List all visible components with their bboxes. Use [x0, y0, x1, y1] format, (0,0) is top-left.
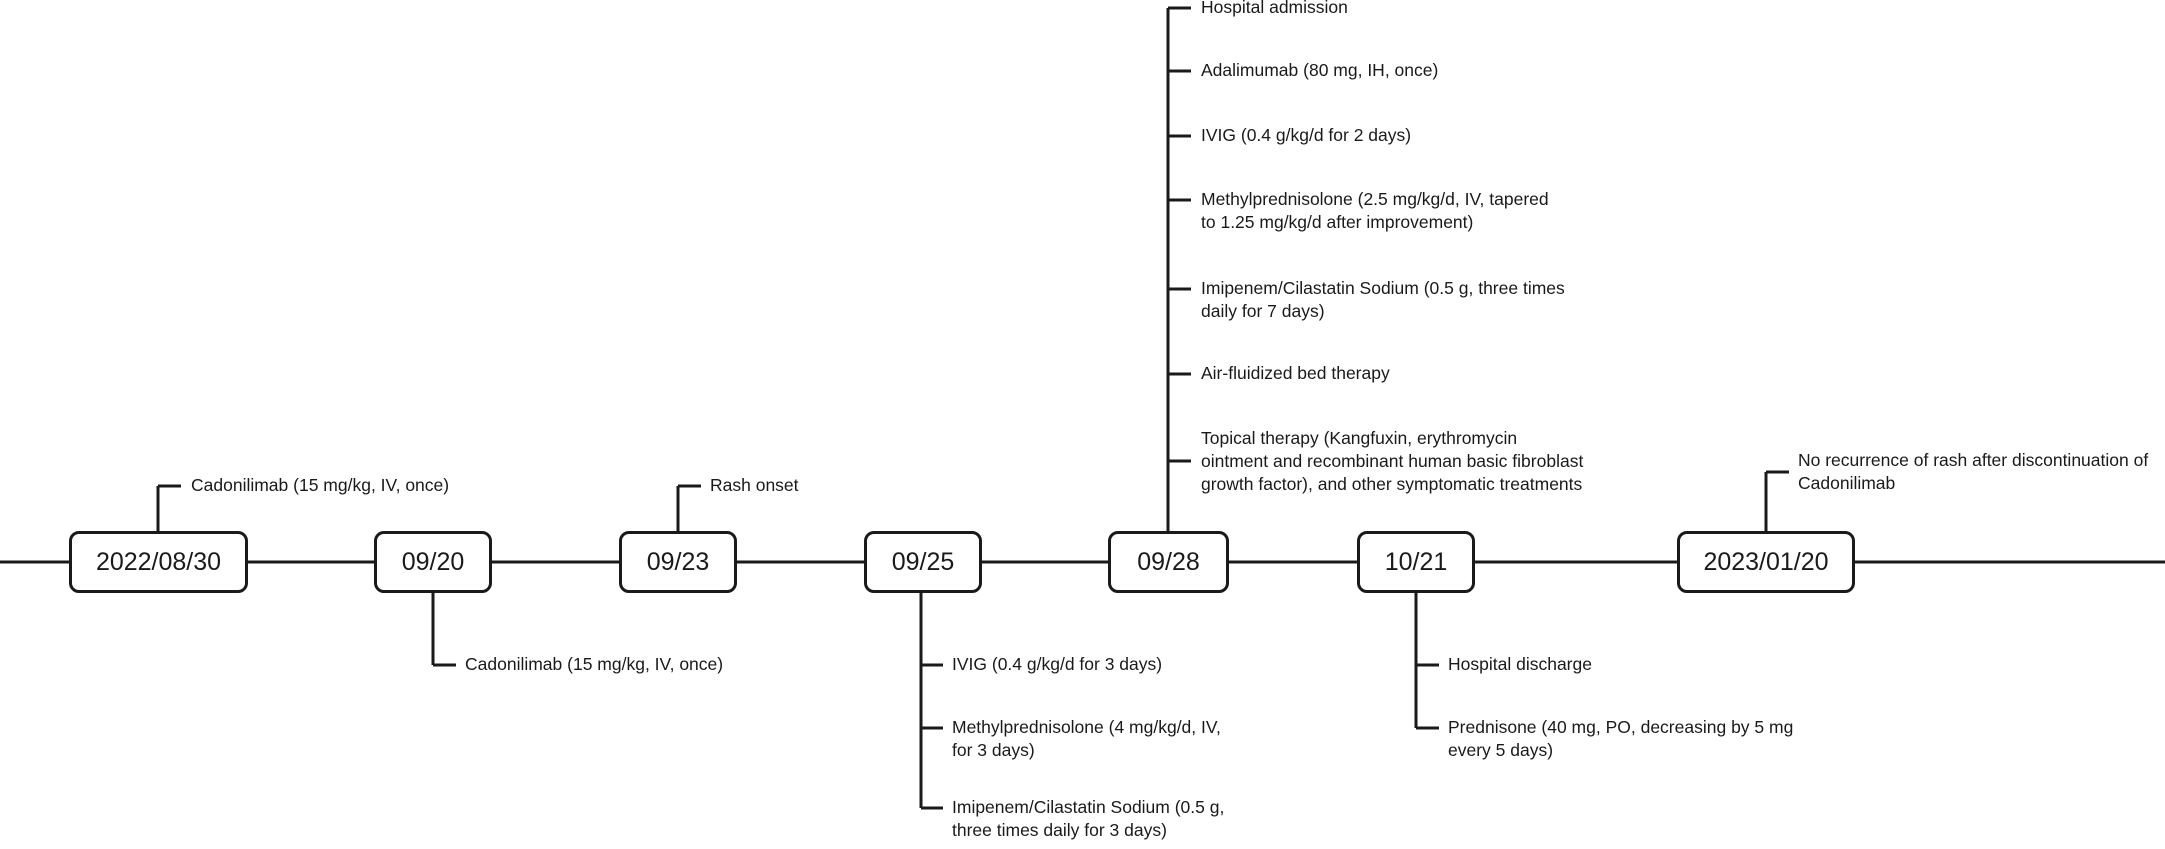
date-box-09-28: 09/28: [1108, 531, 1229, 593]
event-no-recurrence: No recurrence of rash after discontinuat…: [1798, 450, 2149, 493]
date-box-10-21: 10/21: [1357, 531, 1475, 593]
event-topical-therapy: Topical therapy (Kangfuxin, erythromycin…: [1201, 428, 1584, 494]
event-air-fluidized-bed: Air-fluidized bed therapy: [1201, 363, 1390, 383]
date-box-09-25: 09/25: [864, 531, 982, 593]
date-box-09-23: 09/23: [619, 531, 737, 593]
event-prednisone: Prednisone (40 mg, PO, decreasing by 5 m…: [1448, 717, 1794, 760]
event-hospital-admission: Hospital admission: [1201, 0, 1348, 17]
event-ivig-3-days: IVIG (0.4 g/kg/d for 3 days): [952, 654, 1163, 674]
date-box-2023-01-20: 2023/01/20: [1677, 531, 1855, 593]
event-imipenem-7-days: Imipenem/Cilastatin Sodium (0.5 g, three…: [1201, 278, 1565, 321]
event-methylprednisolone-tapered: Methylprednisolone (2.5 mg/kg/d, IV, tap…: [1201, 189, 1549, 232]
date-box-09-20: 09/20: [374, 531, 492, 593]
event-imipenem-3-days: Imipenem/Cilastatin Sodium (0.5 g,three …: [952, 797, 1225, 840]
event-ivig-2-days: IVIG (0.4 g/kg/d for 2 days): [1201, 125, 1412, 145]
event-hospital-discharge: Hospital discharge: [1448, 654, 1592, 674]
event-adalimumab: Adalimumab (80 mg, IH, once): [1201, 60, 1439, 80]
date-box-2022-08-30: 2022/08/30: [69, 531, 248, 593]
event-cadonilimab-second-dose: Cadonilimab (15 mg/kg, IV, once): [465, 654, 724, 674]
event-cadonilimab-first-dose: Cadonilimab (15 mg/kg, IV, once): [191, 475, 450, 495]
event-methylprednisolone-3-days: Methylprednisolone (4 mg/kg/d, IV,for 3 …: [952, 717, 1221, 760]
event-rash-onset: Rash onset: [710, 475, 799, 495]
